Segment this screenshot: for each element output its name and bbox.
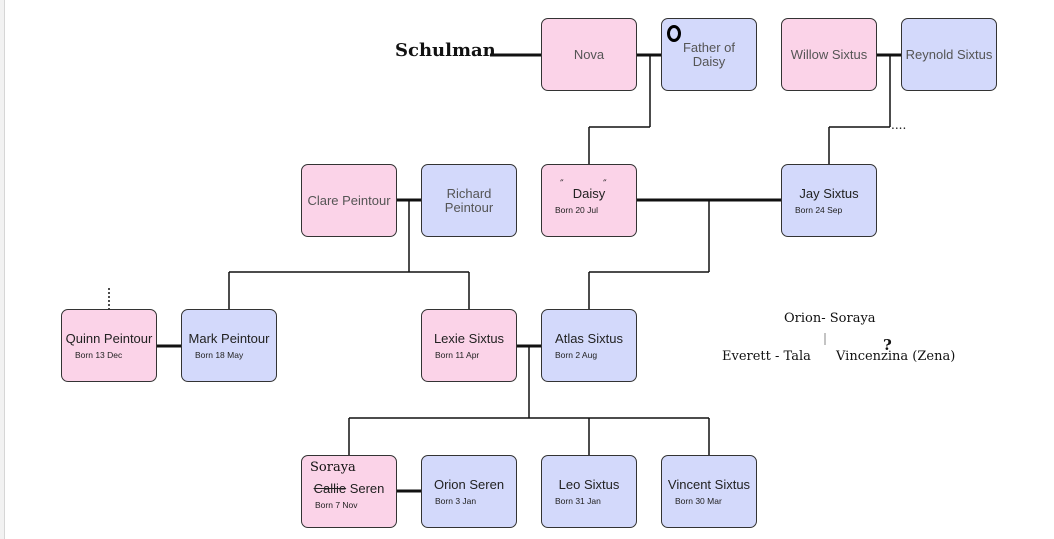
person-clare-peintour[interactable]: Clare Peintour [301, 164, 397, 237]
person-name: Reynold Sixtus [905, 46, 993, 62]
person-lexie-sixtus[interactable]: Lexie Sixtus Born 11 Apr [421, 309, 517, 382]
person-mark-peintour[interactable]: Mark Peintour Born 18 May [181, 309, 277, 382]
birth-date: Born 18 May [195, 349, 244, 360]
birth-date: Born 2 Aug [555, 349, 598, 360]
daisy-quote-marks-icon: ″ [603, 179, 607, 190]
person-name-line2: Daisy [692, 53, 726, 69]
person-leo-sixtus[interactable]: Leo Sixtus Born 31 Jan [541, 455, 637, 528]
person-name: Atlas Sixtus [555, 330, 623, 346]
orion-soraya-annotation: Orion- Soraya [784, 311, 876, 326]
question-mark-icon: ? [883, 336, 892, 354]
person-name: Leo Sixtus [558, 476, 620, 492]
person-vincent-sixtus[interactable]: Vincent Sixtus Born 30 Mar [661, 455, 757, 528]
birth-date: Born 7 Nov [315, 499, 358, 510]
struck-first-name: Callie [313, 480, 347, 496]
soraya-annotation: Soraya [310, 460, 356, 475]
person-name-line2: Peintour [444, 199, 494, 215]
birth-date: Born 20 Jul [555, 204, 598, 215]
person-richard-peintour[interactable]: Richard Peintour [421, 164, 517, 237]
person-name: Callie Seren [313, 480, 385, 496]
person-callie-seren[interactable]: Callie Seren Born 7 Nov [301, 455, 397, 528]
everett-tala-annotation: Everett - Tala [722, 349, 811, 364]
person-name: Lexie Sixtus [433, 330, 505, 346]
person-name: Nova [573, 46, 605, 62]
person-name: Orion Seren [433, 476, 505, 492]
birth-date: Born 31 Jan [555, 495, 601, 506]
daisy-quote-marks-icon: ″ [560, 179, 564, 190]
person-name: Quinn Peintour [65, 330, 153, 346]
person-name: Vincent Sixtus [667, 476, 751, 492]
person-name: Clare Peintour [307, 192, 391, 208]
person-name: Mark Peintour [188, 330, 270, 346]
vincenzina-annotation: Vincenzina (Zena) [836, 349, 956, 364]
person-quinn-peintour[interactable]: Quinn Peintour Born 13 Dec [61, 309, 157, 382]
person-name: Daisy [572, 185, 606, 201]
birth-date: Born 13 Dec [75, 349, 123, 360]
person-orion-seren[interactable]: Orion Seren Born 3 Jan [421, 455, 517, 528]
birth-date: Born 11 Apr [435, 349, 480, 360]
birth-date: Born 3 Jan [435, 495, 477, 506]
left-window-edge [0, 0, 5, 539]
person-name: Willow Sixtus [790, 46, 868, 62]
schulman-annotation: Schulman [395, 40, 496, 61]
birth-date: Born 24 Sep [795, 204, 843, 215]
person-daisy[interactable]: Daisy Born 20 Jul [541, 164, 637, 237]
dotted-trail: .... [891, 118, 907, 132]
person-name-line1: Richard [446, 185, 492, 201]
person-name-line1: Father of [682, 39, 736, 55]
person-jay-sixtus[interactable]: Jay Sixtus Born 24 Sep [781, 164, 877, 237]
person-willow-sixtus[interactable]: Willow Sixtus [781, 18, 877, 91]
birth-date: Born 30 Mar [675, 495, 722, 506]
surname: Seren [346, 480, 385, 496]
circle-mark-icon [667, 25, 681, 42]
person-nova[interactable]: Nova [541, 18, 637, 91]
person-atlas-sixtus[interactable]: Atlas Sixtus Born 2 Aug [541, 309, 637, 382]
person-name: Jay Sixtus [799, 185, 859, 201]
person-reynold-sixtus[interactable]: Reynold Sixtus [901, 18, 997, 91]
